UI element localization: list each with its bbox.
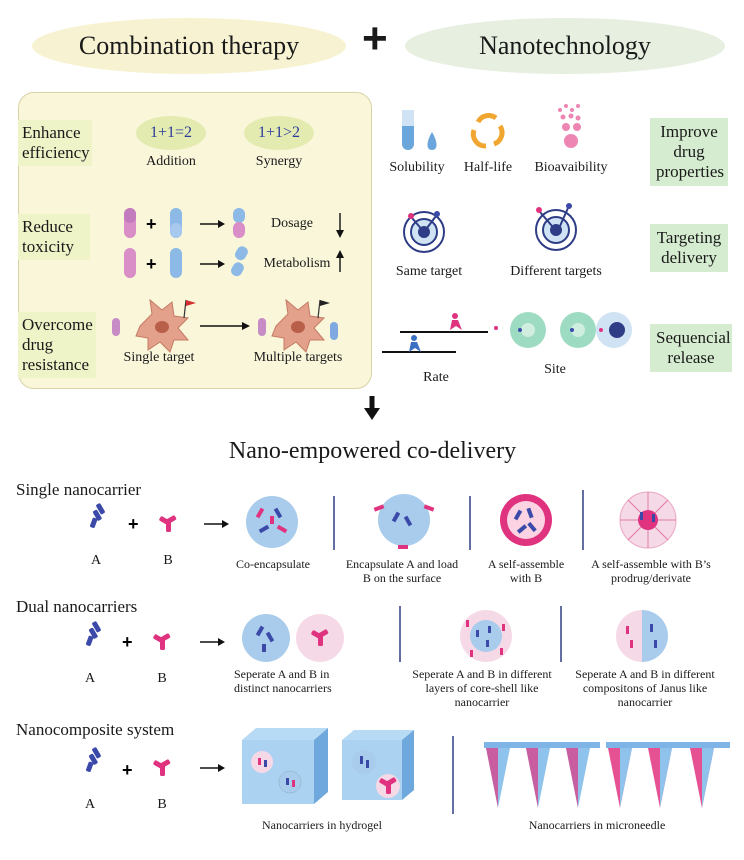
capsule-blue-1	[170, 208, 182, 238]
site-icon	[494, 312, 632, 348]
half-life-icon	[470, 113, 505, 149]
svg-text:+: +	[146, 214, 157, 234]
single-drug-b	[158, 514, 177, 532]
single-a-label: A	[90, 553, 102, 568]
svg-text:+: +	[128, 514, 139, 534]
label-enhance-efficiency: Enhance efficiency	[18, 120, 92, 166]
half-life-label: Half-life	[463, 160, 513, 175]
dual-a-label: A	[84, 671, 96, 686]
capsule-pink-1	[124, 208, 136, 238]
distinct-np-a	[242, 614, 290, 662]
plus-sign: +	[362, 14, 388, 63]
solubility-icon	[402, 110, 437, 150]
rate-label: Rate	[423, 370, 449, 385]
prodrug-label: A self-assemble with B’s prodrug/derivat…	[591, 557, 711, 585]
distinct-nanocarriers-label: Seperate A and B in distinct nanocarrier…	[234, 667, 332, 695]
surface-loaded-np	[373, 494, 435, 549]
combination-therapy-pill: Combination therapy	[32, 18, 346, 74]
different-targets-label: Different targets	[510, 264, 602, 279]
dual-drug-b	[152, 632, 171, 650]
single-drug-a	[89, 502, 106, 529]
co-encapsulate-np	[246, 496, 298, 548]
co-encapsulate-label: Co-encapsulate	[236, 557, 310, 571]
hydrogel-label: Nanocarriers in hydrogel	[262, 818, 382, 832]
label-overcome-resistance: Overcome drug resistance	[18, 312, 96, 378]
target-icon-different	[535, 203, 577, 251]
microneedle-array-2	[606, 742, 730, 808]
svg-text:+: +	[122, 632, 133, 652]
composite-b-label: B	[157, 797, 167, 812]
addition-label: Addition	[146, 154, 196, 169]
label-sequencial-release: Sequencial release	[650, 324, 732, 372]
combination-therapy-title: Combination therapy	[78, 31, 300, 60]
label-targeting-delivery: Targeting delivery	[650, 224, 728, 272]
nanotechnology-pill: Nanotechnology	[405, 18, 725, 74]
distinct-np-b	[296, 614, 344, 662]
codelivery-title: Nano-empowered co-delivery	[228, 438, 517, 464]
microneedle-label: Nanocarriers in microneedle	[528, 818, 666, 832]
core-shell-label: Seperate A and B in different layers of …	[412, 667, 552, 709]
capsule-split-2	[231, 246, 248, 277]
single-b-label: B	[163, 553, 173, 568]
janus-label: Seperate A and B in different compositon…	[575, 667, 715, 709]
bioavailability-label: Bioavaibility	[534, 160, 608, 175]
dual-b-label: B	[157, 671, 167, 686]
encapsulate-surface-label: Encapsulate A and load B on the surface	[345, 557, 459, 585]
composite-drug-a	[85, 746, 102, 773]
dual-nanocarriers-heading: Dual nanocarriers	[16, 597, 138, 616]
cancer-cell-2	[271, 298, 330, 353]
hydrogel-block-1	[242, 728, 328, 804]
synergy-label: Synergy	[255, 154, 303, 169]
solubility-label: Solubility	[389, 160, 445, 175]
microneedle-array-1	[484, 742, 600, 808]
site-label: Site	[544, 362, 566, 377]
same-target-label: Same target	[395, 264, 463, 279]
capsule-blue-2	[170, 248, 182, 278]
dual-drug-a	[85, 620, 102, 647]
dosage-label: Dosage	[271, 216, 313, 231]
synergy-equation: 1+1>2	[257, 124, 301, 141]
composite-drug-b	[152, 758, 171, 776]
core-shell-np	[460, 610, 512, 662]
bioavailability-icon	[558, 104, 581, 148]
label-improve-drug-properties: Improve drug properties	[650, 118, 728, 186]
self-assemble-label: A self-assemble with B	[487, 557, 565, 585]
target-icon-same	[403, 211, 445, 253]
self-assemble-np	[500, 494, 552, 546]
composite-a-label: A	[84, 797, 96, 812]
synergy-pill: 1+1>2	[244, 116, 314, 150]
svg-text:+: +	[146, 254, 157, 274]
janus-np	[616, 610, 668, 662]
nanocomposite-heading: Nanocomposite system	[16, 720, 175, 739]
metabolism-label: Metabolism	[263, 256, 331, 271]
nanotechnology-title: Nanotechnology	[479, 31, 651, 60]
svg-text:+: +	[122, 760, 133, 780]
capsule-pink-2	[124, 248, 136, 278]
addition-equation: 1+1=2	[149, 124, 193, 141]
single-nanocarrier-heading: Single nanocarrier	[16, 480, 142, 499]
capsule-mixed-1	[233, 208, 245, 238]
prodrug-np	[619, 491, 677, 549]
rate-icon	[382, 313, 488, 353]
cancer-cell-1	[135, 298, 196, 353]
single-target-label: Single target	[123, 350, 195, 365]
addition-pill: 1+1=2	[136, 116, 206, 150]
label-reduce-toxicity: Reduce toxicity	[18, 214, 90, 260]
hydrogel-block-2	[342, 730, 414, 800]
multiple-targets-label: Multiple targets	[253, 350, 343, 365]
